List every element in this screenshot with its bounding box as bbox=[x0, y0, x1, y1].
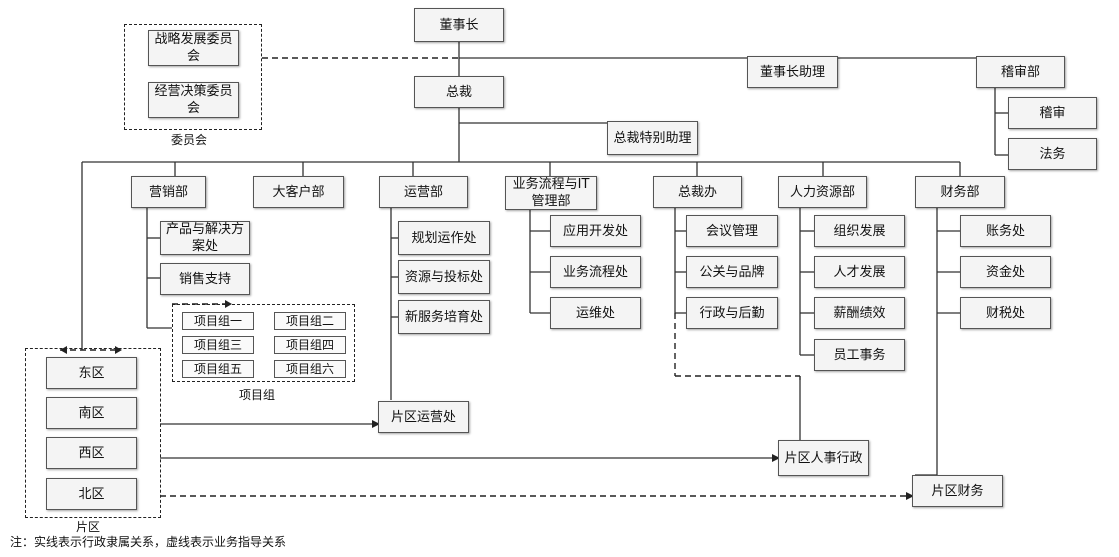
process-it-sub-appdev: 应用开发处 bbox=[550, 215, 641, 247]
operations-sub-new-service: 新服务培育处 bbox=[398, 300, 490, 334]
project-group-1: 项目组一 bbox=[182, 312, 254, 330]
audit-box: 稽审 bbox=[1008, 97, 1097, 129]
project-group-6: 项目组六 bbox=[274, 360, 346, 378]
legal-box: 法务 bbox=[1008, 138, 1097, 170]
committee-label: 委员会 bbox=[171, 133, 208, 147]
region-group bbox=[25, 348, 161, 518]
hr-sub-talent: 人才发展 bbox=[814, 256, 905, 288]
region-north: 北区 bbox=[46, 478, 137, 510]
process-it-sub-process: 业务流程处 bbox=[550, 256, 641, 288]
committee-group bbox=[124, 24, 262, 130]
region-label: 片区 bbox=[76, 520, 101, 534]
project-group-label: 项目组 bbox=[239, 388, 276, 402]
strategy-committee-box: 战略发展委员会 bbox=[148, 30, 239, 66]
marketing-sub-product: 产品与解决方案处 bbox=[160, 221, 250, 255]
president-office-box: 总裁办 bbox=[653, 176, 742, 208]
region-ops-box: 片区运营处 bbox=[378, 401, 469, 433]
hr-sub-comp: 薪酬绩效 bbox=[814, 297, 905, 329]
hr-sub-employee: 员工事务 bbox=[814, 339, 905, 371]
project-group-3: 项目组三 bbox=[182, 336, 254, 354]
key-accounts-dept-box: 大客户部 bbox=[253, 176, 344, 208]
process-it-dept-box: 业务流程与IT管理部 bbox=[505, 176, 597, 210]
president-office-sub-admin: 行政与后勤 bbox=[686, 297, 778, 329]
marketing-sub-sales: 销售支持 bbox=[160, 263, 250, 295]
operations-sub-planning: 规划运作处 bbox=[398, 221, 490, 255]
ceo-box: 总裁 bbox=[414, 76, 504, 108]
finance-sub-treasury: 资金处 bbox=[960, 256, 1051, 288]
operations-dept-box: 运营部 bbox=[379, 176, 468, 208]
region-west: 西区 bbox=[46, 437, 137, 469]
finance-sub-accounts: 账务处 bbox=[960, 215, 1051, 247]
chairman-box: 董事长 bbox=[414, 8, 504, 42]
region-east: 东区 bbox=[46, 357, 137, 389]
audit-dept-box: 稽审部 bbox=[976, 56, 1065, 88]
president-office-sub-meeting: 会议管理 bbox=[686, 215, 778, 247]
hr-sub-org: 组织发展 bbox=[814, 215, 905, 247]
region-hr-box: 片区人事行政 bbox=[778, 440, 869, 476]
president-office-sub-pr: 公关与品牌 bbox=[686, 256, 778, 288]
marketing-dept-box: 营销部 bbox=[131, 176, 206, 208]
process-it-sub-ops: 运维处 bbox=[550, 297, 641, 329]
chairman-assistant-box: 董事长助理 bbox=[747, 56, 838, 88]
legend-note: 注：实线表示行政隶属关系，虚线表示业务指导关系 bbox=[10, 535, 287, 549]
region-south: 南区 bbox=[46, 397, 137, 429]
operation-committee-box: 经营决策委员会 bbox=[148, 82, 239, 118]
project-group bbox=[172, 304, 355, 382]
hr-dept-box: 人力资源部 bbox=[778, 176, 867, 208]
finance-dept-box: 财务部 bbox=[915, 176, 1005, 208]
project-group-2: 项目组二 bbox=[274, 312, 346, 330]
ceo-assistant-box: 总裁特别助理 bbox=[607, 121, 698, 155]
project-group-4: 项目组四 bbox=[274, 336, 346, 354]
operations-sub-bidding: 资源与投标处 bbox=[398, 260, 490, 294]
region-finance-box: 片区财务 bbox=[912, 475, 1003, 507]
project-group-5: 项目组五 bbox=[182, 360, 254, 378]
finance-sub-tax: 财税处 bbox=[960, 297, 1051, 329]
